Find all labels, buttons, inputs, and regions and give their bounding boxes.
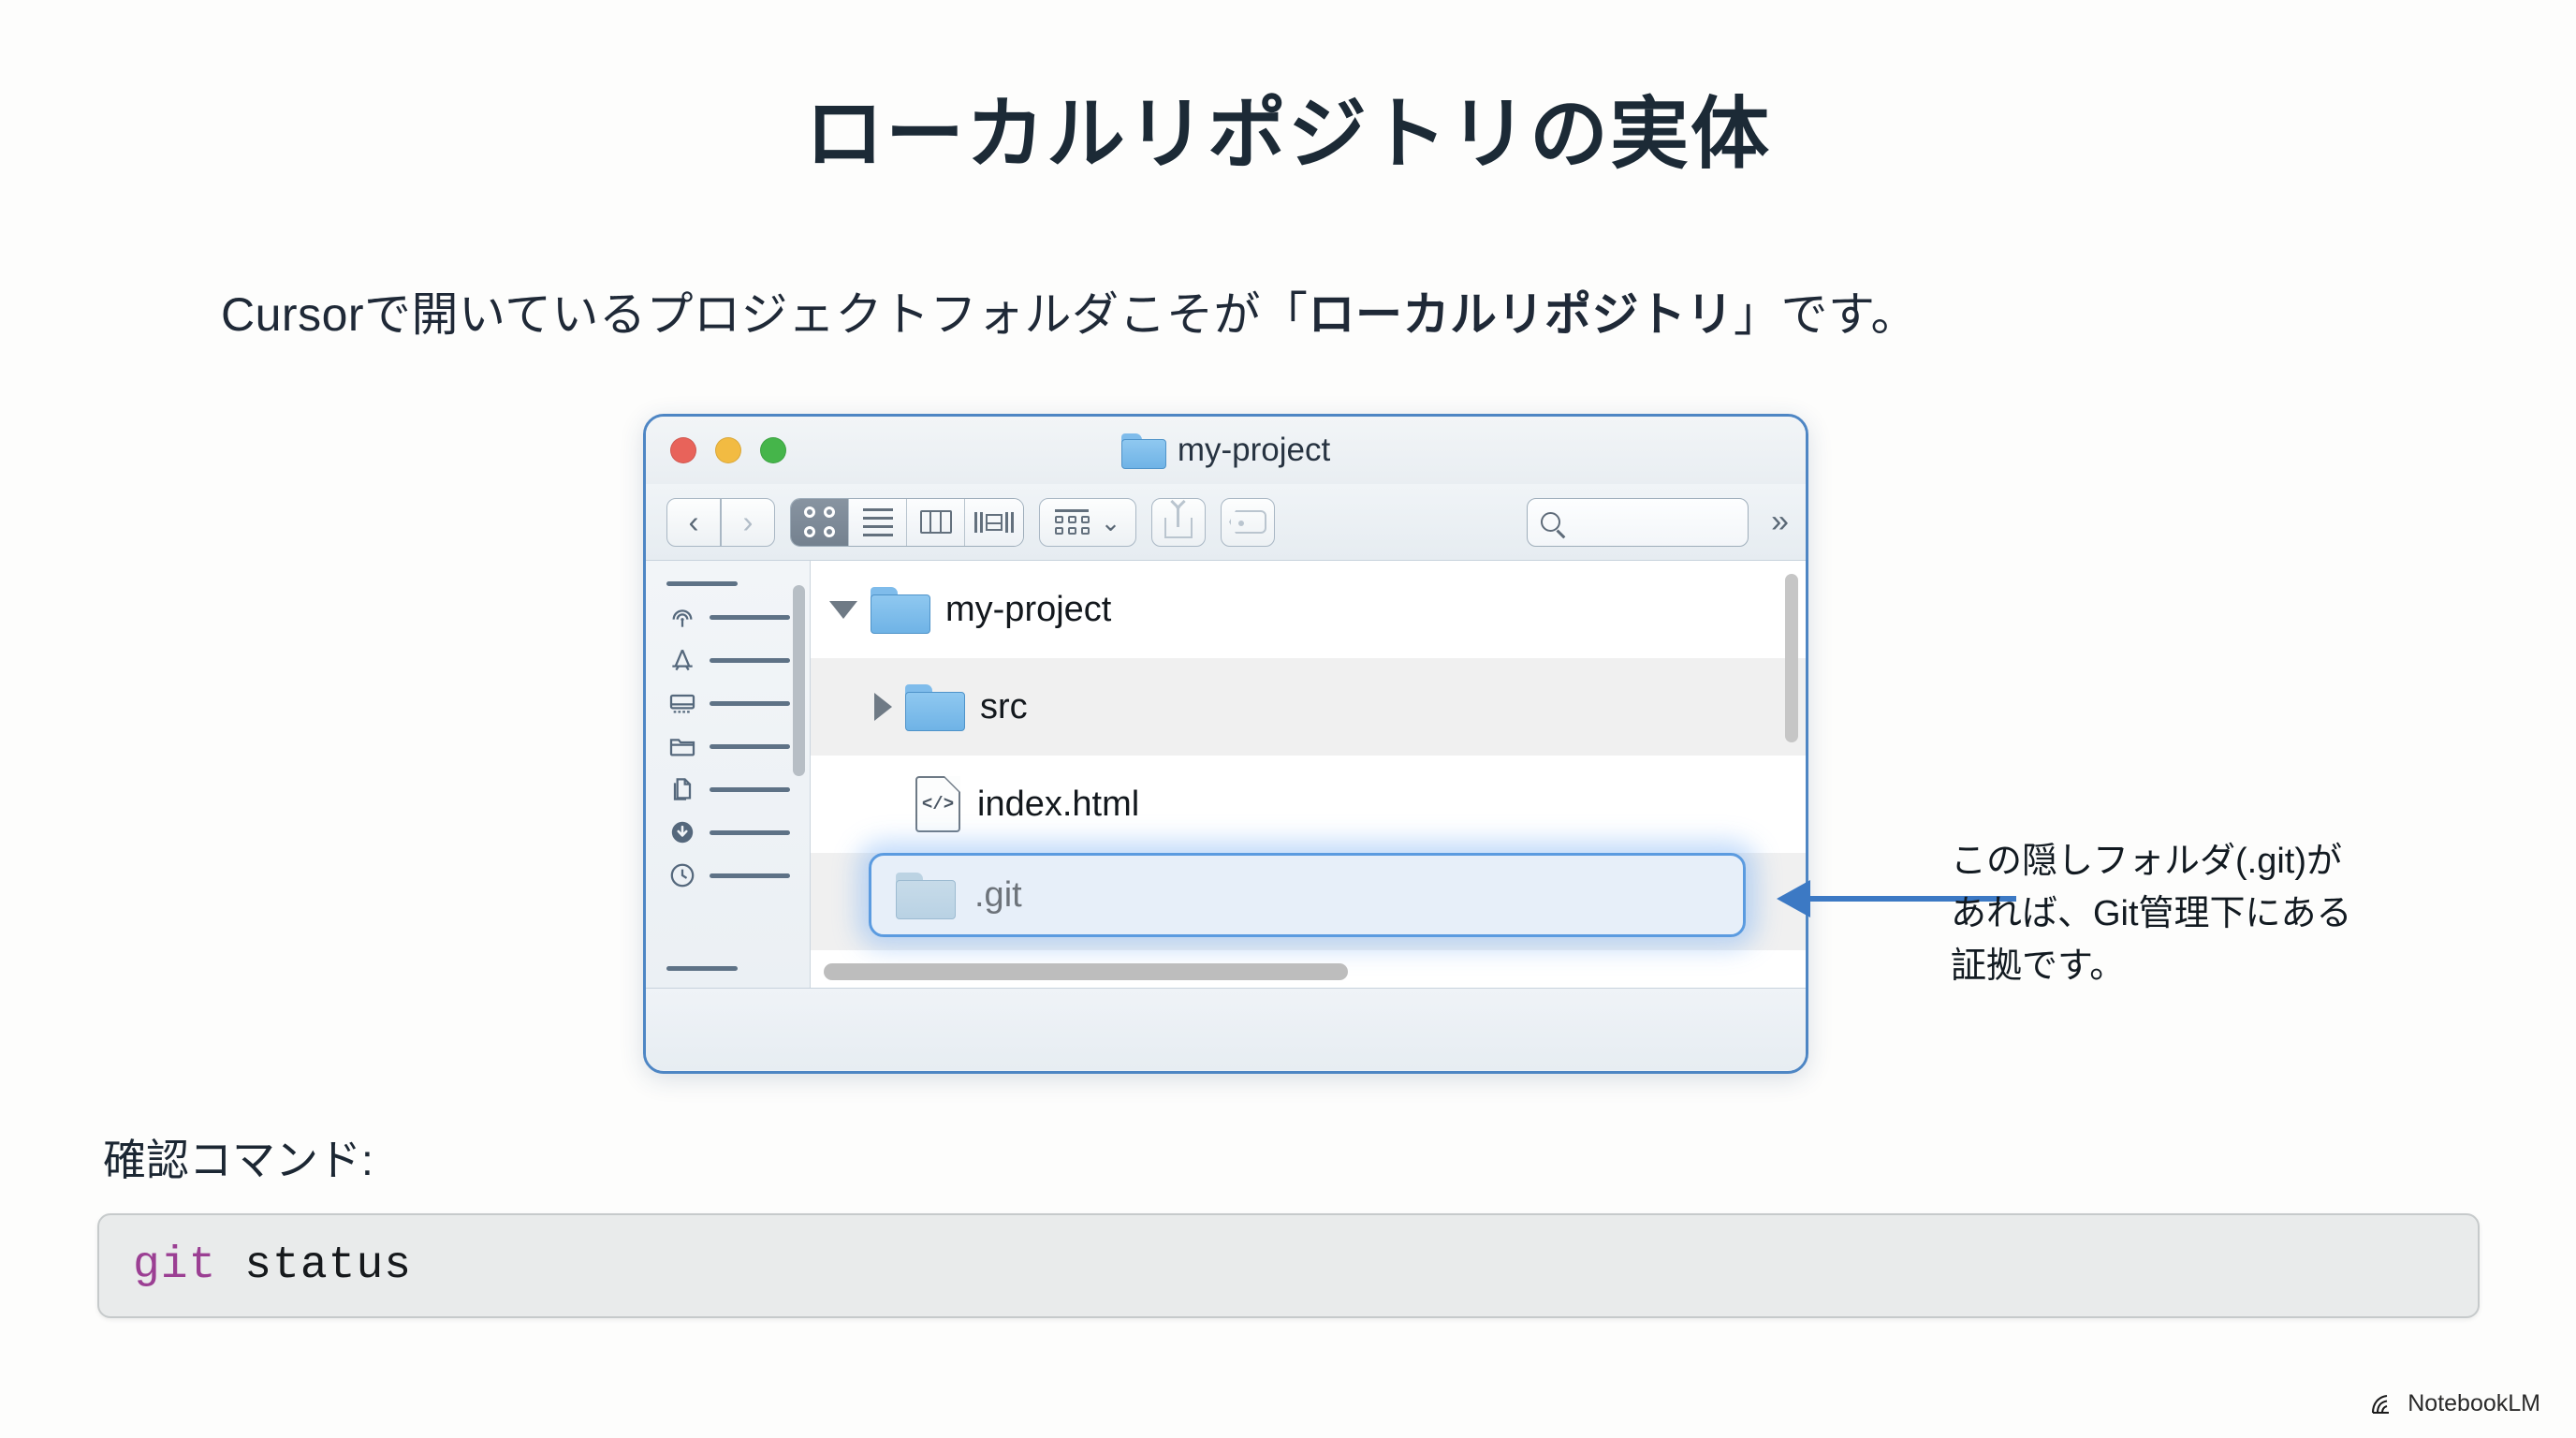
sidebar-item-airdrop[interactable] (646, 595, 810, 638)
annotation-line-2: あれば、Git管理下にある (1951, 894, 2352, 934)
column-view-icon (919, 510, 952, 534)
sidebar-item-recents[interactable] (646, 854, 810, 897)
file-name: my-project (945, 589, 1112, 629)
downloads-icon (671, 821, 694, 844)
table-row[interactable]: </> index.html (811, 756, 1806, 853)
sidebar-label-placeholder (710, 614, 790, 620)
finder-toolbar: ‹ › (646, 484, 1806, 561)
list-view-button[interactable] (849, 498, 907, 546)
window-title-text: my-project (1177, 432, 1331, 468)
sidebar-section-header-placeholder (666, 581, 738, 586)
share-icon (1164, 506, 1193, 538)
chevron-left-icon: ‹ (688, 505, 699, 539)
annotation-text: この隠しフォルダ(.git)が あれば、Git管理下にある 証拠です。 (1951, 835, 2475, 993)
footer-brand: NotebookLM (2369, 1390, 2540, 1417)
file-name: index.html (977, 784, 1140, 824)
code-keyword: git (133, 1240, 217, 1291)
sidebar-scrollbar[interactable] (793, 585, 805, 776)
code-block: git status (97, 1213, 2480, 1318)
code-file-icon: </> (915, 776, 960, 832)
tag-icon (1229, 510, 1266, 534)
search-icon (1541, 512, 1561, 532)
recents-clock-icon (670, 863, 695, 888)
table-row[interactable]: src (811, 658, 1806, 756)
file-list-vertical-scrollbar[interactable] (1785, 574, 1798, 742)
subtitle-part-2: 」です。 (1734, 288, 1919, 341)
sidebar-label-placeholder (710, 657, 790, 663)
applications-icon (672, 649, 693, 671)
notebooklm-logo-icon (2372, 1394, 2390, 1414)
files-icon (673, 778, 692, 800)
share-button[interactable] (1151, 497, 1206, 547)
column-view-button[interactable] (907, 498, 965, 546)
sidebar-item-documents[interactable] (646, 725, 810, 768)
search-input[interactable] (1570, 508, 1720, 536)
page-title: ローカルリポジトリの実体 (804, 90, 1771, 178)
view-mode-segmented-control (790, 497, 1024, 547)
folder-icon (905, 684, 965, 731)
footer-brand-text: NotebookLM (2408, 1390, 2540, 1416)
icon-view-button[interactable] (791, 498, 849, 546)
annotation-line-1: この隠しフォルダ(.git)が (1951, 842, 2343, 881)
annotation-line-3: 証拠です。 (1951, 946, 2126, 987)
folder-icon-hidden (896, 873, 956, 919)
chevron-down-icon: ⌄ (1100, 507, 1121, 536)
sidebar-item-applications[interactable] (646, 638, 810, 682)
sidebar-label-placeholder (710, 873, 790, 878)
page-subtitle: Cursorで開いているプロジェクトフォルダこそが「ローカルリポジトリ」です。 (221, 277, 1918, 345)
file-list-horizontal-scrollbar[interactable] (824, 963, 1348, 980)
disclosure-triangle-expanded-icon[interactable] (829, 600, 857, 619)
back-button[interactable]: ‹ (666, 497, 721, 547)
sidebar-label-placeholder (710, 786, 790, 792)
file-list: my-project src </> index.html (811, 561, 1806, 988)
code-line: git status (133, 1240, 412, 1291)
toolbar-overflow-button[interactable]: » (1771, 504, 1789, 539)
file-name: src (980, 686, 1028, 726)
sidebar-label-placeholder (710, 743, 790, 749)
sidebar-label-placeholder (710, 829, 790, 835)
sidebar-item-downloads[interactable] (646, 811, 810, 854)
disclosure-triangle-collapsed-icon[interactable] (874, 693, 892, 721)
traffic-light-group (670, 437, 786, 463)
sidebar-footer-placeholder (666, 966, 738, 971)
file-name: .git (974, 874, 1022, 915)
subtitle-part-1: Cursorで開いているプロジェクトフォルダこそが「 (221, 288, 1309, 341)
window-title-group: my-project (646, 417, 1806, 484)
chevron-right-icon: › (742, 505, 754, 539)
folder-icon (871, 587, 930, 634)
finder-status-bar (646, 988, 1806, 1070)
desktop-icon (669, 694, 695, 713)
sidebar-label-placeholder (710, 700, 790, 706)
sidebar-item-files[interactable] (646, 768, 810, 811)
gallery-view-button[interactable] (965, 498, 1023, 546)
finder-window: my-project ‹ › (643, 414, 1808, 1074)
icon-view-icon (804, 506, 835, 537)
table-row[interactable]: my-project (811, 561, 1806, 658)
group-by-button[interactable]: ⌄ (1039, 497, 1136, 547)
gallery-view-icon (974, 510, 1014, 535)
navigation-group: ‹ › (666, 497, 775, 547)
finder-sidebar (646, 561, 811, 988)
subtitle-emphasis: ローカルリポジトリ (1308, 288, 1734, 341)
command-label: 確認コマンド: (103, 1136, 373, 1184)
search-field[interactable] (1527, 497, 1749, 547)
tag-button[interactable] (1221, 497, 1275, 547)
code-file-glyph: </> (921, 794, 955, 814)
forward-button[interactable]: › (721, 497, 775, 547)
folder-icon (1120, 433, 1166, 469)
finder-titlebar: my-project (646, 417, 1806, 484)
selection-highlight[interactable]: .git (869, 853, 1746, 937)
minimize-button[interactable] (715, 437, 741, 463)
documents-icon (669, 739, 695, 756)
zoom-button[interactable] (760, 437, 786, 463)
git-folder-row[interactable]: .git (869, 853, 1746, 937)
finder-body: my-project src </> index.html (646, 561, 1806, 988)
airdrop-icon (672, 609, 693, 627)
list-view-icon (862, 507, 893, 536)
annotation-arrow (1777, 880, 2016, 917)
sidebar-item-desktop[interactable] (646, 682, 810, 725)
group-by-icon (1054, 509, 1090, 535)
close-button[interactable] (670, 437, 696, 463)
code-argument: status (244, 1240, 413, 1291)
